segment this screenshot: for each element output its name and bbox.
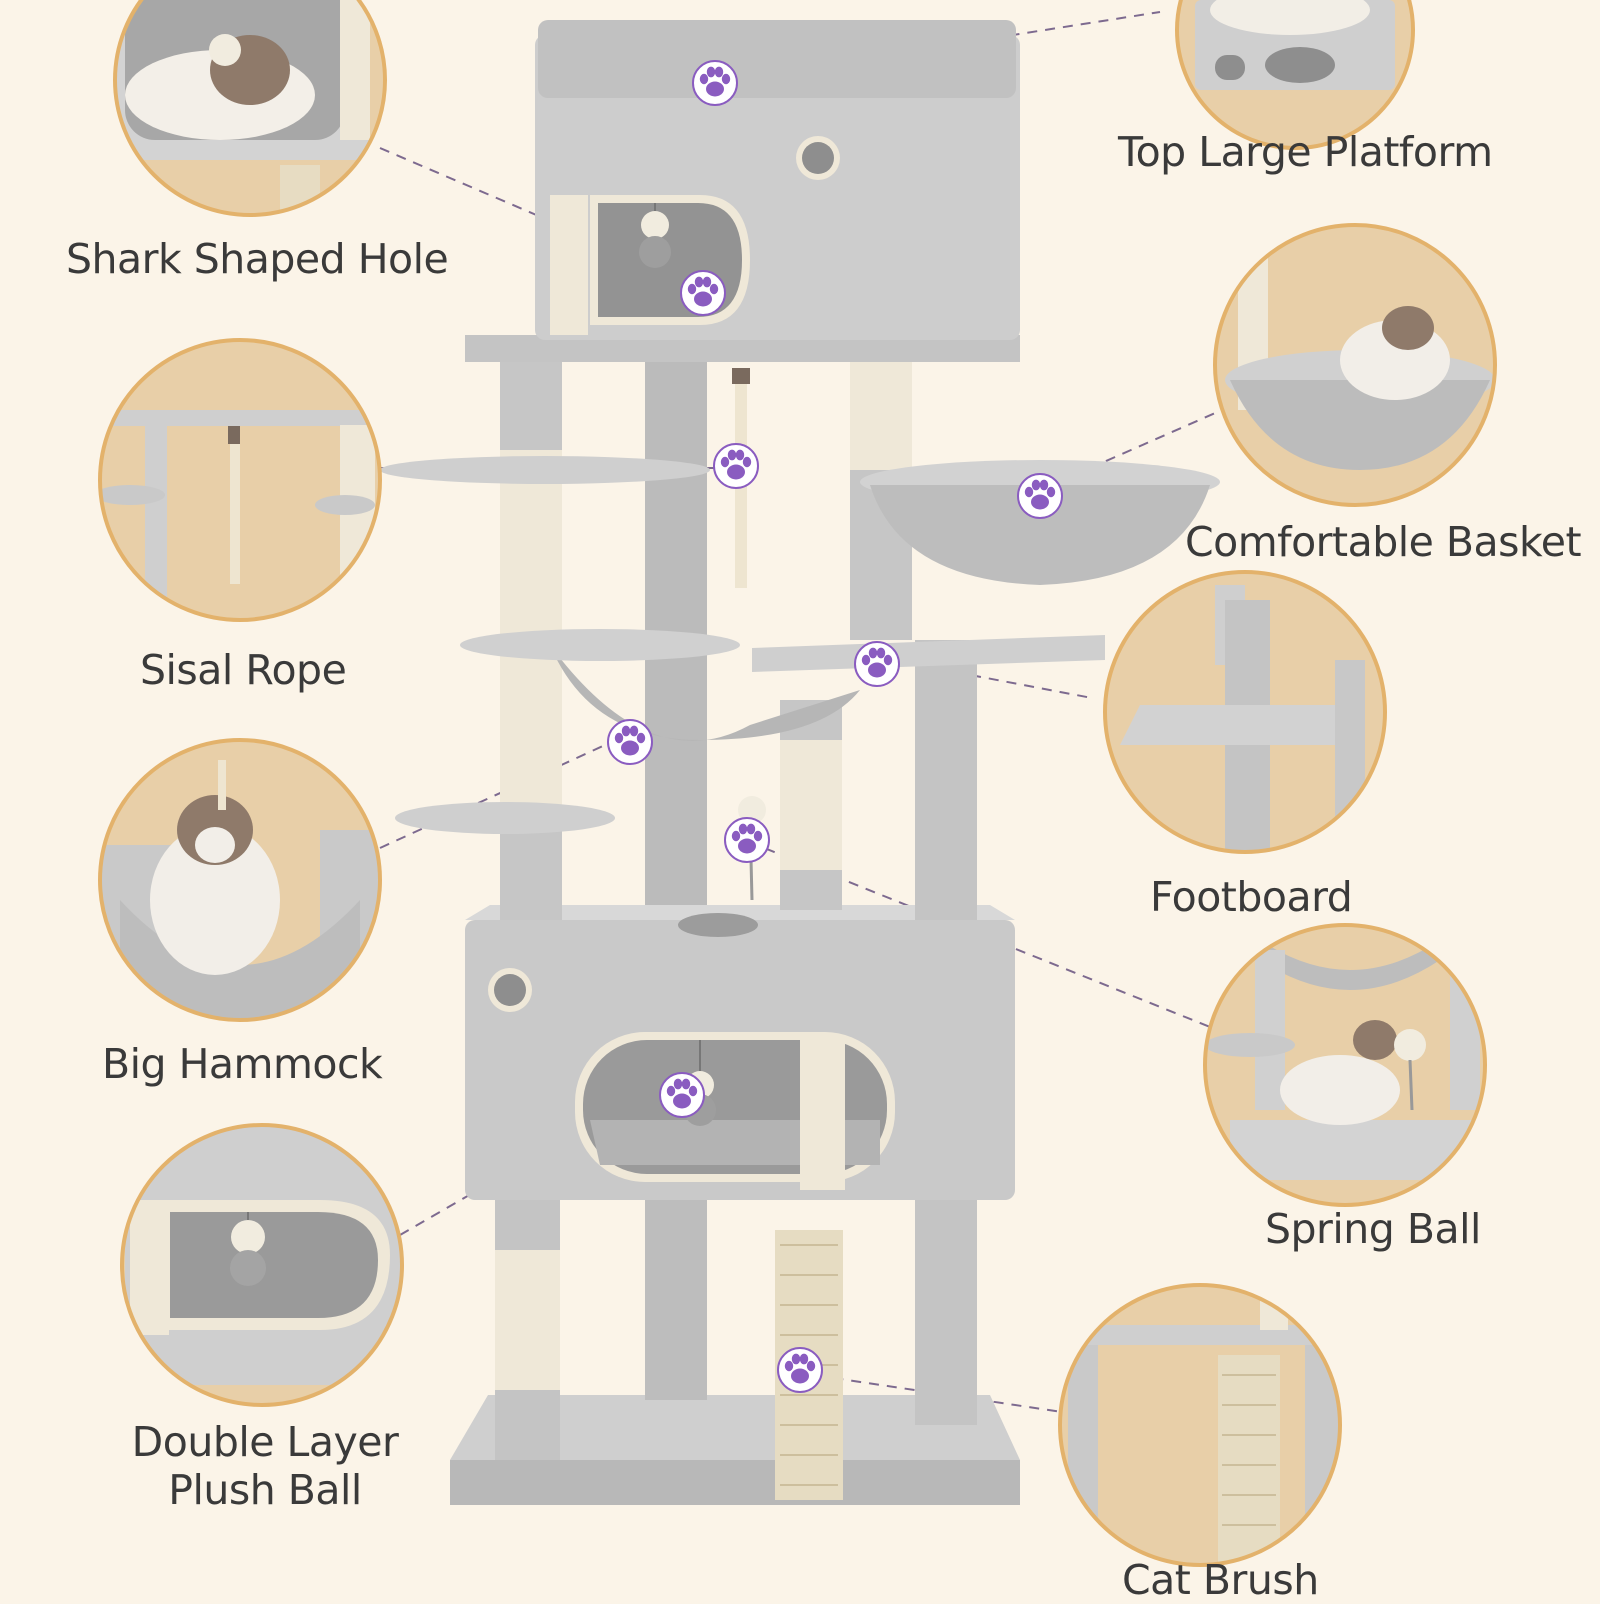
photo-top-platform [1175, 0, 1415, 150]
photo-basket [1213, 223, 1497, 507]
photo-spring-ball [1203, 923, 1487, 1207]
label-double-layer-line1: Double Layer [131, 1418, 399, 1466]
label-shark-shaped-hole: Shark Shaped Hole [66, 235, 449, 283]
cat-tree [380, 20, 1220, 1505]
label-double-layer-line2: Plush Ball [168, 1466, 362, 1514]
paw-icon [777, 1347, 823, 1393]
photo-footboard [1103, 570, 1387, 854]
label-footboard: Footboard [1150, 873, 1353, 921]
paw-icon [713, 443, 759, 489]
paw-icon [1017, 473, 1063, 519]
label-spring-ball: Spring Ball [1265, 1205, 1481, 1253]
photo-cat-brush [1058, 1283, 1342, 1567]
label-double-layer-plush-ball: Double Layer Plush Ball [110, 1418, 420, 1514]
label-top-large-platform: Top Large Platform [1118, 128, 1493, 176]
paw-icon [724, 817, 770, 863]
photo-sisal-rope [98, 338, 382, 622]
photo-plush-ball [120, 1123, 404, 1407]
photo-shark-hole [113, 0, 387, 217]
paw-icon [607, 719, 653, 765]
label-sisal-rope: Sisal Rope [140, 646, 347, 694]
label-big-hammock: Big Hammock [102, 1040, 383, 1088]
paw-icon [680, 270, 726, 316]
paw-icon [692, 60, 738, 106]
label-comfortable-basket: Comfortable Basket [1185, 518, 1582, 566]
paw-icon [659, 1072, 705, 1118]
label-cat-brush: Cat Brush [1122, 1556, 1319, 1604]
photo-big-hammock [98, 738, 382, 1022]
paw-icon [854, 641, 900, 687]
